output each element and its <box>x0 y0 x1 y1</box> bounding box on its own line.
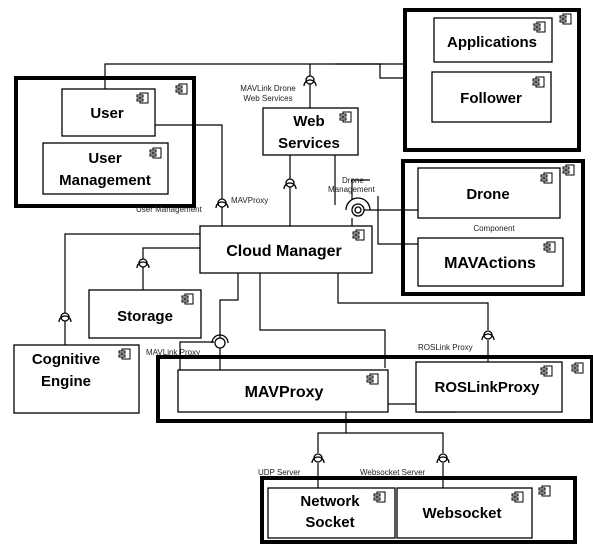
websocket-label: Websocket <box>423 505 502 522</box>
web-services-label-1: Web <box>293 113 324 130</box>
user-management-interface-label: User Management <box>136 205 203 214</box>
websocket-component <box>396 487 533 539</box>
roslink-proxy-label: ROSLink Proxy <box>418 343 473 352</box>
websocket-server-label: Websocket Server <box>360 468 426 477</box>
mavlink-proxy-label: MAVLink Proxy <box>146 348 200 357</box>
web-services-label-2: Services <box>278 135 340 152</box>
mavlink-drone-label-1: MAVLink Drone <box>240 84 296 93</box>
follower-label: Follower <box>460 90 522 107</box>
socket-package <box>260 476 577 544</box>
cognitive-engine-label-1: Cognitive <box>32 351 100 368</box>
user-label: User <box>90 105 124 122</box>
drone-package <box>401 159 585 296</box>
mavproxy-component <box>177 369 389 413</box>
drone-component <box>417 167 561 219</box>
mavlink-proxy-interface <box>214 337 226 349</box>
cognitive-engine-label-2: Engine <box>41 373 91 390</box>
user-package <box>14 76 196 208</box>
applications-package <box>403 8 581 152</box>
mavactions-label: MAVActions <box>444 255 536 272</box>
cloud-manager-label: Cloud Manager <box>226 243 342 260</box>
udp-server-label: UDP Server <box>258 468 301 477</box>
mavactions-component <box>417 237 564 287</box>
mavproxy-label: MAVProxy <box>245 384 324 401</box>
proxy-package <box>156 355 593 423</box>
follower-component <box>431 71 552 123</box>
user-management-label-1: User <box>88 150 122 167</box>
applications-component <box>433 17 553 63</box>
mavproxy-interface-label: MAVProxy <box>231 196 268 205</box>
package-frames <box>14 8 593 544</box>
storage-label: Storage <box>117 308 173 325</box>
web-services-component <box>262 107 359 156</box>
mavlink-drone-label-2: Web Services <box>243 94 292 103</box>
applications-label: Applications <box>447 34 537 51</box>
roslinkproxy-label: ROSLinkProxy <box>434 379 540 396</box>
drone-label: Drone <box>466 186 509 203</box>
interface-symbols <box>58 75 495 464</box>
user-management-component <box>42 142 169 195</box>
roslinkproxy-component <box>415 361 563 413</box>
cognitive-engine-component <box>13 344 140 414</box>
drone-management-label-2: Management <box>328 185 375 194</box>
cloud-manager-component <box>199 225 373 274</box>
network-socket-label-1: Network <box>300 493 360 510</box>
user-management-label-2: Management <box>59 172 151 189</box>
component-interface-label: Component <box>473 224 515 233</box>
drone-management-label-1: Drone <box>342 176 364 185</box>
network-socket-label-2: Socket <box>305 514 354 531</box>
